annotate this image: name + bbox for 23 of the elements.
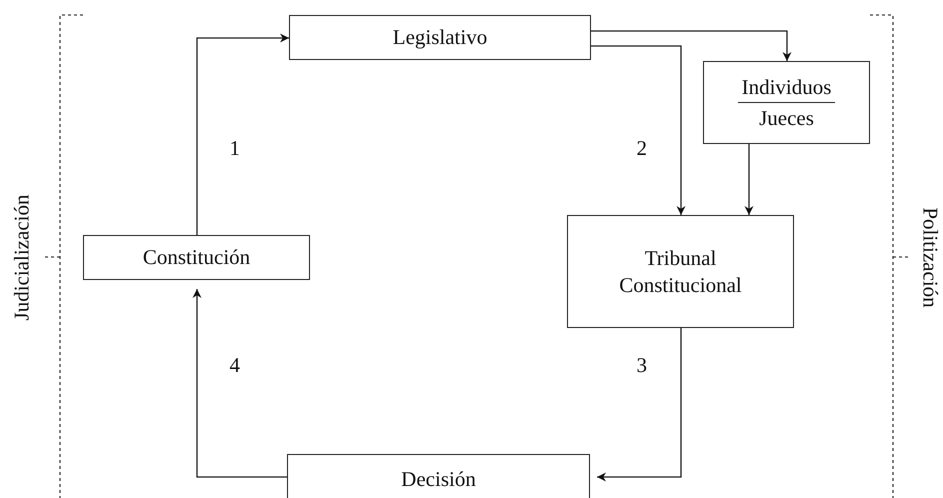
- side-label: Judicialización: [9, 194, 34, 320]
- arrow: [591, 45, 686, 215]
- process-box: [287, 454, 590, 498]
- process-box: [289, 15, 591, 60]
- arrow: [192, 289, 287, 478]
- arrow: [744, 144, 754, 215]
- process-box: [83, 235, 310, 280]
- box-text: Individuos: [738, 74, 836, 103]
- process-box: [703, 61, 870, 144]
- step-number: 1: [230, 136, 240, 160]
- side-label: Politización: [918, 206, 943, 308]
- arrow: [196, 34, 289, 235]
- step-number: 3: [636, 352, 647, 378]
- process-box: [567, 215, 794, 328]
- box-text: Legislativo: [392, 24, 488, 51]
- step-number: 4: [230, 352, 240, 378]
- box-text: Decisión: [401, 466, 476, 493]
- arrow: [597, 328, 682, 482]
- box-text: Tribunal Constitucional: [618, 245, 743, 298]
- arrow: [591, 30, 792, 61]
- box-text: Jueces: [759, 105, 814, 132]
- step-number: 2: [636, 136, 647, 160]
- box-text: Constitución: [142, 244, 250, 271]
